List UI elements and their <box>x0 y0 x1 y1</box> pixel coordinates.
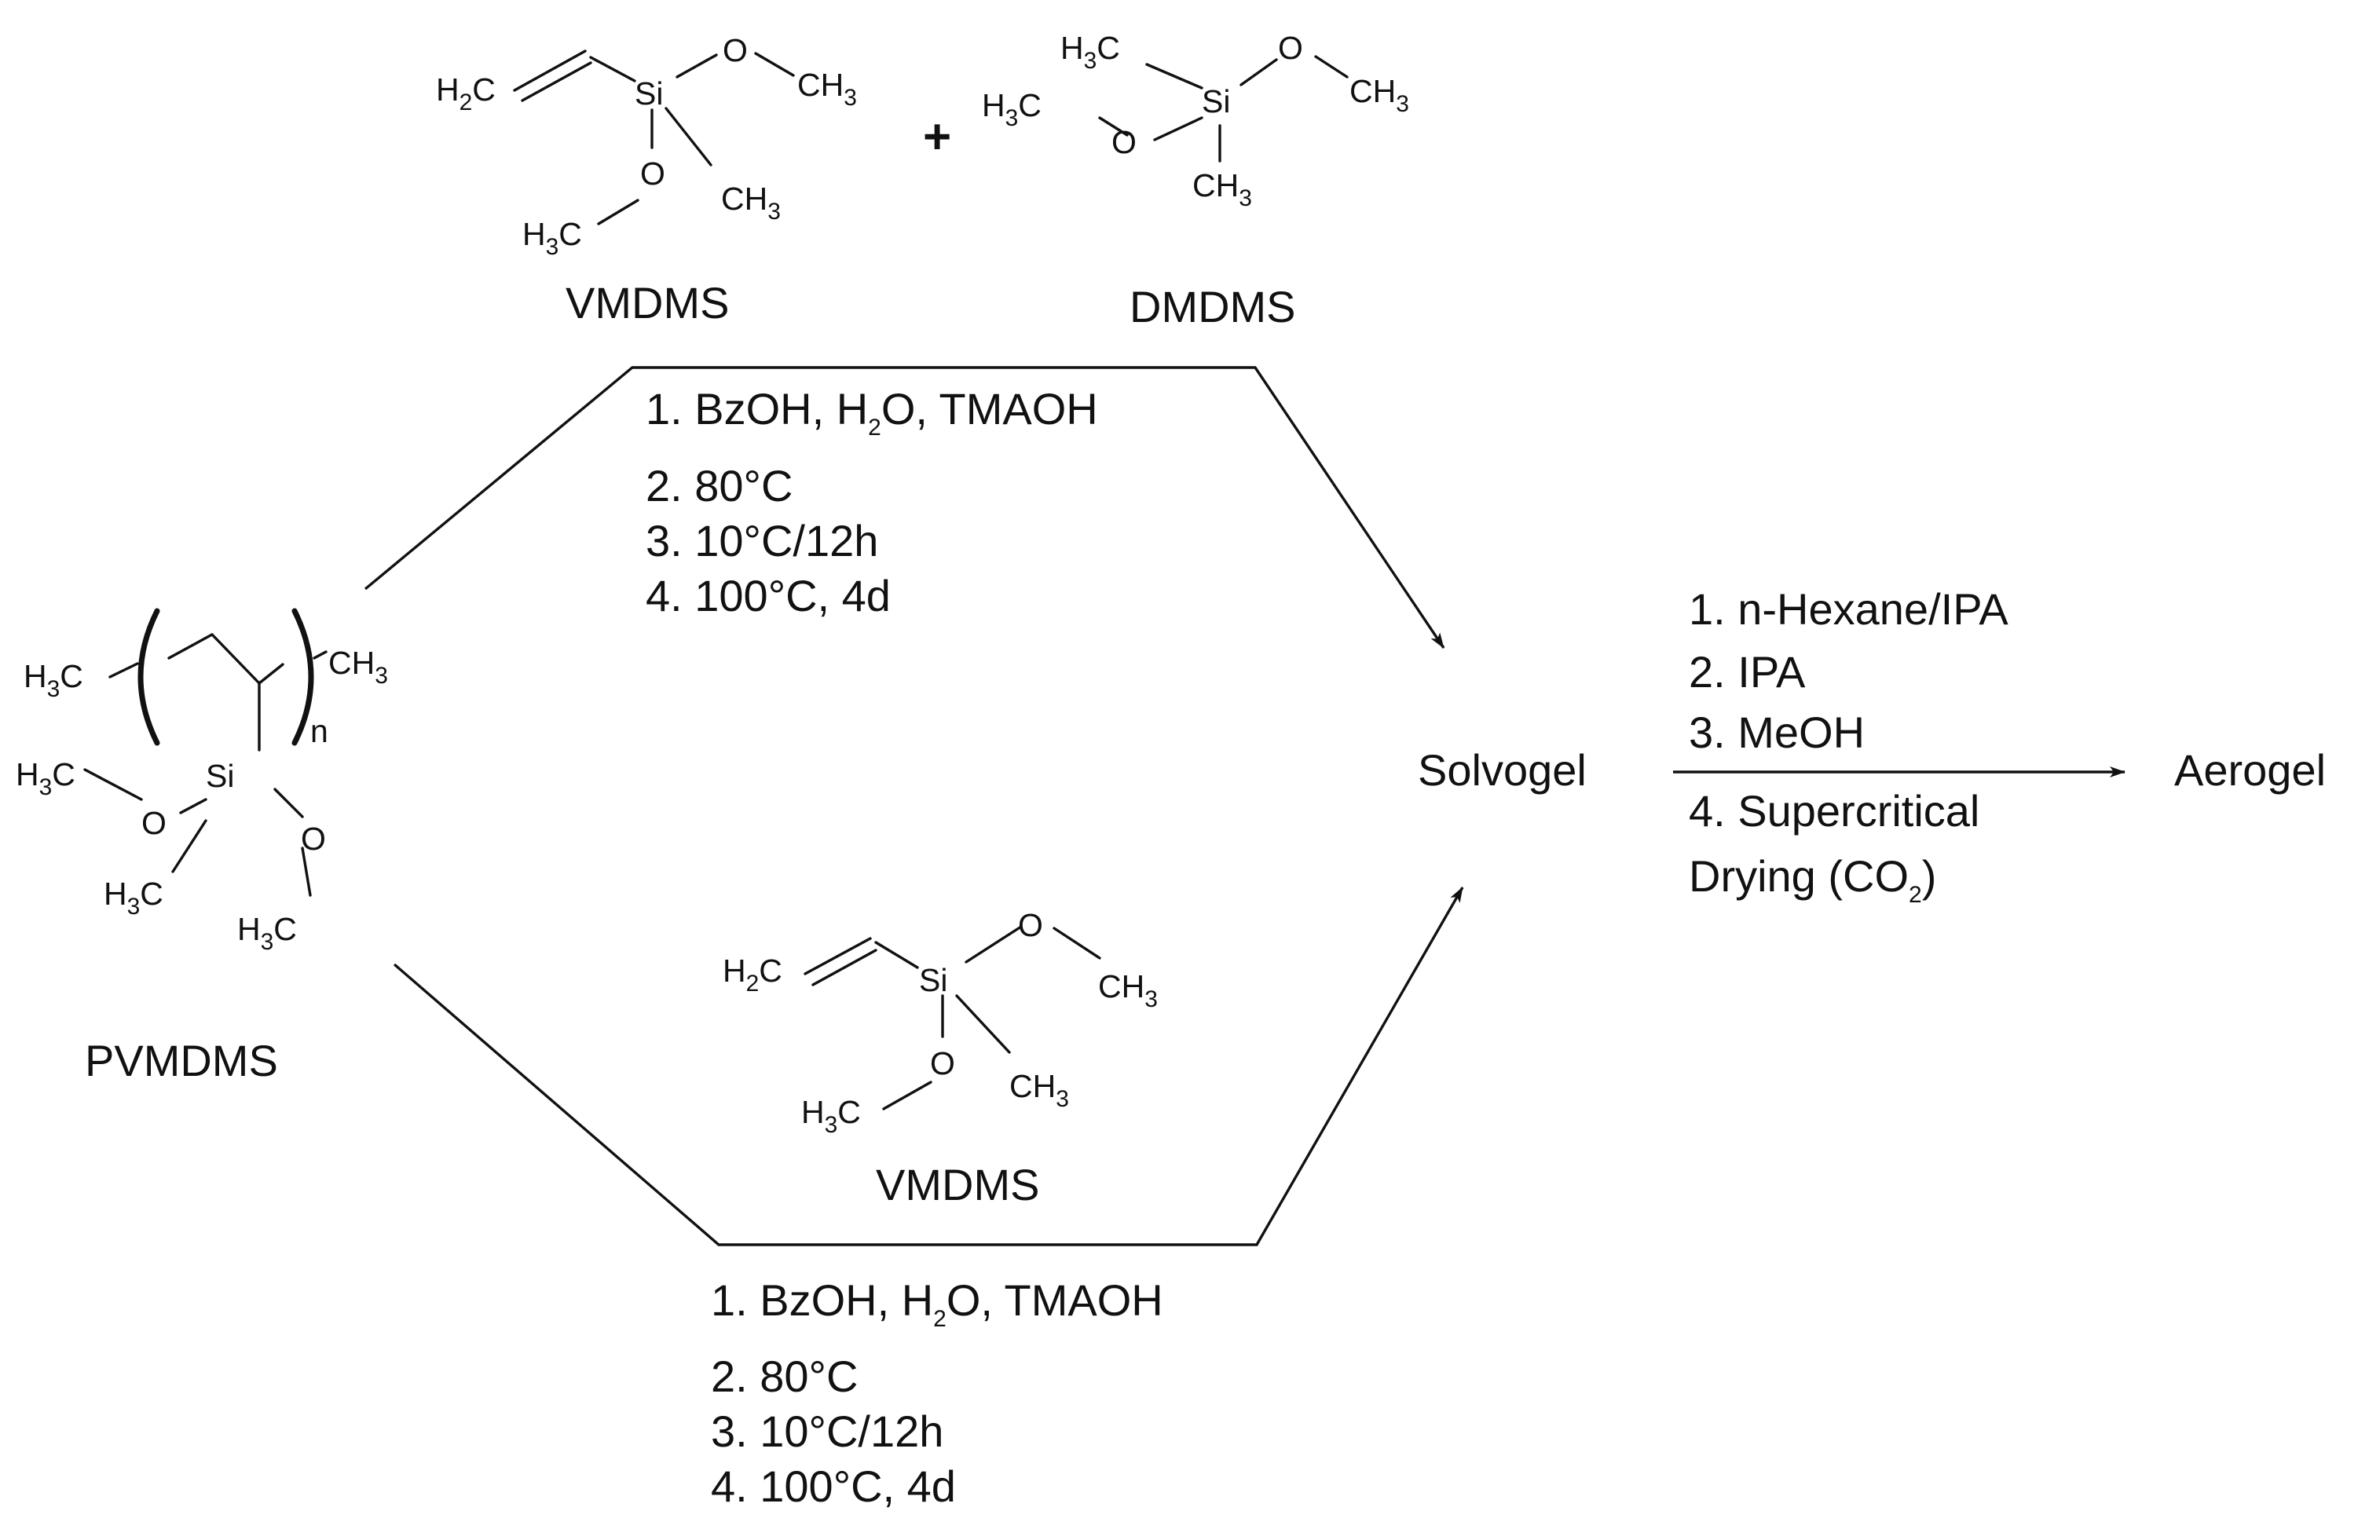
svg-text:2. 80°C: 2. 80°C <box>711 1352 858 1401</box>
svg-text:O: O <box>141 805 167 841</box>
si-atom: Si <box>635 75 663 112</box>
svg-text:H3C: H3C <box>801 1094 861 1138</box>
svg-text:O: O <box>1018 907 1043 943</box>
svg-text:O: O <box>723 32 748 68</box>
vmdms-bottom-structure: H2C Si O CH3 O H3C CH3 <box>723 907 1158 1138</box>
svg-text:H3C: H3C <box>522 216 582 260</box>
svg-text:1. n-Hexane/IPA: 1. n-Hexane/IPA <box>1689 584 2008 634</box>
svg-text:3. 10°C/12h: 3. 10°C/12h <box>646 516 878 565</box>
svg-text:O: O <box>640 155 665 192</box>
vmdms-top-structure: H2C Si O CH3 O H3C CH3 <box>436 32 857 260</box>
svg-text:2. IPA: 2. IPA <box>1689 647 1806 697</box>
solvogel-label: Solvogel <box>1418 745 1587 795</box>
svg-text:CH3: CH3 <box>721 181 781 225</box>
dmdms-label: DMDMS <box>1130 282 1296 331</box>
svg-text:O: O <box>301 821 326 857</box>
svg-text:H3C: H3C <box>982 87 1042 131</box>
svg-text:H3C: H3C <box>24 658 83 702</box>
svg-text:H3C: H3C <box>1060 30 1120 74</box>
top-conditions: 1. BzOH, H2O, TMAOH 2. 80°C 3. 10°C/12h … <box>646 384 1098 620</box>
svg-text:O: O <box>1278 30 1303 66</box>
plus-sign: + <box>923 110 951 164</box>
svg-text:CH3: CH3 <box>797 67 857 111</box>
vmdms-top-label: VMDMS <box>566 278 729 327</box>
bottom-reaction-path <box>393 887 1464 1246</box>
svg-text:H3C: H3C <box>237 911 297 955</box>
si-atom: Si <box>206 758 234 794</box>
svg-text:O: O <box>930 1045 955 1081</box>
bottom-conditions: 1. BzOH, H2O, TMAOH 2. 80°C 3. 10°C/12h … <box>711 1275 1163 1511</box>
svg-text:H3C: H3C <box>16 756 75 800</box>
svg-text:CH3: CH3 <box>328 645 388 689</box>
si-atom: Si <box>919 962 947 998</box>
svg-text:CH3: CH3 <box>1192 167 1252 211</box>
svg-text:4. Supercritical: 4. Supercritical <box>1689 786 1979 836</box>
svg-text:H3C: H3C <box>104 876 163 920</box>
svg-text:H2C: H2C <box>723 953 782 997</box>
dmdms-structure: H3C Si O CH3 H3C O CH3 <box>982 30 1409 211</box>
pvmdms-structure: H3C CH3 n Si H3C O O H3C H3C <box>16 608 388 955</box>
vmdms-bottom-label: VMDMS <box>876 1160 1039 1209</box>
si-atom: Si <box>1202 83 1230 119</box>
svg-text:O: O <box>1111 124 1137 160</box>
aerogel-label: Aerogel <box>2174 745 2326 795</box>
svg-text:3. 10°C/12h: 3. 10°C/12h <box>711 1406 943 1456</box>
svg-text:4. 100°C, 4d: 4. 100°C, 4d <box>646 571 891 620</box>
svg-text:3. MeOH: 3. MeOH <box>1689 708 1865 757</box>
drying-conditions: 1. n-Hexane/IPA 2. IPA 3. MeOH 4. Superc… <box>1689 584 2008 908</box>
pvmdms-label: PVMDMS <box>85 1036 278 1085</box>
svg-text:2. 80°C: 2. 80°C <box>646 461 793 510</box>
svg-text:CH3: CH3 <box>1009 1068 1069 1112</box>
top-reaction-path <box>364 366 1445 649</box>
svg-text:4. 100°C, 4d: 4. 100°C, 4d <box>711 1461 956 1511</box>
svg-text:n: n <box>310 713 328 749</box>
svg-text:1. BzOH, H2O, TMAOH: 1. BzOH, H2O, TMAOH <box>646 384 1098 441</box>
svg-text:Drying (CO2): Drying (CO2) <box>1689 851 1936 908</box>
svg-text:1. BzOH, H2O, TMAOH: 1. BzOH, H2O, TMAOH <box>711 1275 1163 1332</box>
svg-text:H2C: H2C <box>436 71 496 115</box>
svg-text:CH3: CH3 <box>1098 968 1158 1012</box>
svg-text:CH3: CH3 <box>1349 73 1409 117</box>
